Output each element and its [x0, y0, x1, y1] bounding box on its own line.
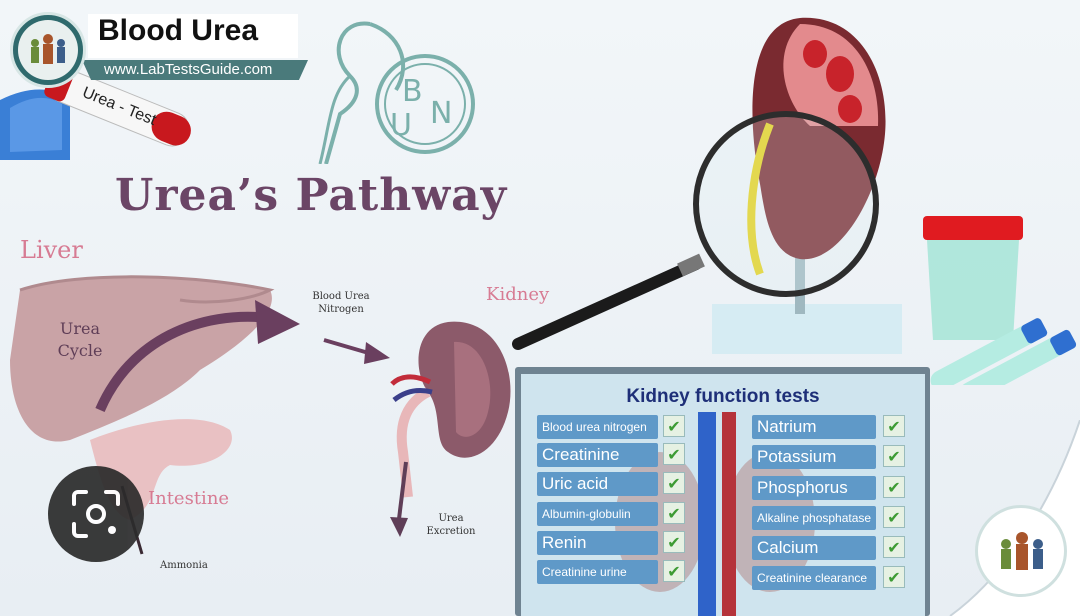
check-icon: ✔: [663, 502, 685, 524]
check-icon: ✔: [663, 472, 685, 494]
bun-line-2: Nitrogen: [318, 304, 364, 315]
urea-cycle-label: Urea Cycle: [50, 318, 110, 362]
check-icon: ✔: [883, 506, 905, 528]
lens-icon: [72, 490, 120, 538]
lens-search-button[interactable]: [48, 466, 144, 562]
check-icon: ✔: [663, 443, 685, 465]
bun-arrow: [323, 338, 390, 364]
url-ribbon: [82, 60, 308, 80]
test-row: Alkaline phosphatase: [752, 506, 876, 530]
test-row: Creatinine clearance: [752, 566, 876, 590]
check-icon: ✔: [883, 566, 905, 588]
page-title: Blood Urea: [98, 14, 259, 47]
test-row: Phosphorus: [752, 476, 876, 500]
check-icon: ✔: [663, 531, 685, 553]
check-icon: ✔: [883, 476, 905, 498]
kidney-illustration: [390, 321, 511, 537]
test-row: Renin: [537, 531, 658, 555]
site-logo: [10, 12, 86, 88]
bun-label: Blood Urea Nitrogen: [296, 290, 386, 316]
bun-letter-b: B: [402, 74, 423, 109]
excretion-line-1: Urea: [438, 513, 464, 524]
bun-letter-u: U: [390, 108, 412, 143]
kidney-model: [693, 17, 902, 354]
magnifier-handle: [512, 253, 705, 350]
check-icon: ✔: [883, 415, 905, 437]
test-row: Creatinine: [537, 443, 658, 467]
check-icon: ✔: [663, 560, 685, 582]
ammonia-label: Ammonia: [160, 560, 208, 571]
bun-kidney-outline: [318, 21, 475, 164]
liver-label: Liver: [20, 236, 83, 264]
corner-logo: [975, 505, 1067, 597]
urea-cycle-line-2: Cycle: [57, 341, 103, 360]
urea-cycle-line-1: Urea: [59, 319, 101, 338]
site-url: www.LabTestsGuide.com: [104, 61, 273, 78]
sample-containers: [923, 216, 1077, 385]
pathway-title: Urea’s Pathway: [115, 170, 508, 221]
urea-test-tube: [0, 65, 191, 160]
excretion-label: Urea Excretion: [418, 512, 484, 538]
test-row: Albumin-globulin: [537, 502, 658, 526]
check-icon: ✔: [663, 415, 685, 437]
test-row: Calcium: [752, 536, 876, 560]
test-row: Blood urea nitrogen: [537, 415, 658, 439]
excretion-line-2: Excretion: [426, 526, 476, 537]
test-row: Natrium: [752, 415, 876, 439]
check-icon: ✔: [883, 445, 905, 467]
test-row: Creatinine urine: [537, 560, 658, 584]
check-icon: ✔: [883, 536, 905, 558]
test-row: Potassium: [752, 445, 876, 469]
kidney-label: Kidney: [486, 284, 550, 305]
title-box: [88, 14, 298, 58]
bun-line-1: Blood Urea: [312, 291, 370, 302]
intestine-label: Intestine: [148, 488, 230, 509]
test-row: Uric acid: [537, 472, 658, 496]
panel-title: Kidney function tests: [626, 386, 820, 407]
bun-letter-n: N: [430, 96, 453, 131]
